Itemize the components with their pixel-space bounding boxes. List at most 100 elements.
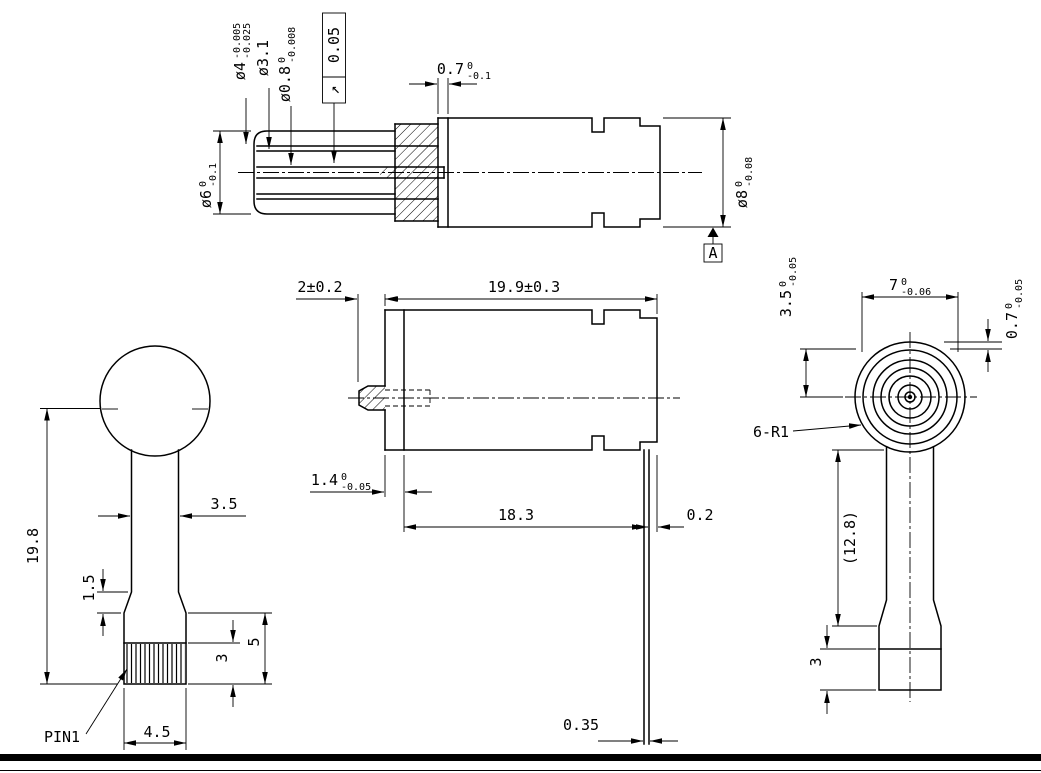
runout-tolerance-frame: ↗ 0.05: [322, 12, 346, 163]
dim-dia0-8-value: ø0.8: [276, 66, 294, 102]
dim-transition-value: 1.5: [80, 574, 98, 601]
tab-outline: [358, 385, 386, 411]
pin-hatch: [380, 167, 438, 178]
corner-radius-callout: 6-R1: [753, 423, 862, 441]
border-band: [0, 754, 1041, 761]
dim-dia3-1-value: ø3.1: [254, 40, 272, 76]
datum-flag: A: [703, 227, 723, 263]
dim-dia8-value: ø8: [733, 190, 751, 208]
flange-hatch: [395, 124, 438, 167]
dim-dia4-tol-lower: -0.025: [242, 23, 253, 59]
concentric-circle: [888, 375, 932, 419]
dim-base-height: 3: [807, 625, 876, 714]
end-view: 7 0 -0.06 3.5 0 -0.05 0.7 0 -: [753, 257, 1025, 714]
dim-pin-thickness-value: 0.35: [563, 716, 599, 734]
dim-dia6-value: ø6: [197, 190, 215, 208]
dim-width-value: 7: [889, 276, 898, 294]
dim-dia6-tol-upper: 0: [198, 181, 209, 187]
dim-stem-length-value: (12.8): [841, 511, 859, 565]
top-section-view: ø4 -0.005 -0.025 ø3.1 ø0.8 0 -0.008: [197, 12, 755, 263]
dim-center-height-value: 3.5: [777, 290, 795, 317]
body-circle: [99, 345, 211, 457]
dim-stem-width-value: 3.5: [210, 495, 237, 513]
dim-dia0-8-tol-upper: 0: [277, 57, 288, 63]
dim-body-step-value: 18.3: [498, 506, 534, 524]
leader-line: [85, 668, 128, 735]
dim-stem-width-3-5: 3.5: [98, 495, 246, 519]
dim-width-tol-upper: 0: [901, 277, 907, 288]
datum-box: [703, 243, 723, 263]
dim-dia4-value: ø4: [231, 62, 249, 80]
dim-lip-tol-upper: 0: [467, 61, 473, 72]
pin-knurl-hatch: [125, 644, 185, 683]
runout-value: 0.05: [325, 27, 343, 63]
tab-hatch: [359, 386, 385, 410]
dim-body-step: 18.3: [404, 506, 644, 530]
dim-center-height-tol-lower: -0.05: [788, 257, 799, 287]
dim-flange-width: 1.4 0 -0.05: [310, 455, 432, 532]
dim-dia8: ø8 0 -0.08: [663, 117, 755, 228]
dim-tab-length-value: 2±0.2: [297, 278, 342, 296]
dim-lip-0-7: 0.7 0 -0.1: [409, 60, 491, 114]
dim-pin-thickness: 0.35: [563, 716, 678, 744]
dim-dia8-tol-lower: -0.08: [744, 157, 755, 187]
flange-hatch: [395, 178, 438, 221]
dim-dia6-tol-lower: -0.1: [208, 163, 219, 187]
dim-pin-section-3: 3: [188, 620, 240, 707]
dim-edge-offset-tol-lower: -0.05: [1014, 279, 1025, 309]
dim-base-height-value: 5: [245, 637, 263, 646]
sheet-border: [0, 754, 1041, 771]
dim-edge-offset: 0.7 0 -0.05: [944, 279, 1025, 372]
rounded-flat-contour: [862, 349, 958, 445]
dim-dia3-1: ø3.1: [254, 40, 272, 149]
dim-edge-offset-value: 0.7: [1003, 312, 1021, 339]
dim-flange-width-value: 1.4: [311, 471, 338, 489]
dim-dia0-8: ø0.8 0 -0.008: [276, 27, 298, 165]
concentric-circle: [872, 359, 948, 435]
dim-dia6: ø6 0 -0.1: [197, 130, 251, 215]
dim-dia4-tol-upper: -0.005: [232, 23, 243, 59]
dim-base-width-4-5: 4.5: [123, 688, 187, 750]
body-outline: [437, 117, 661, 228]
dim-end-gap-value: 0.2: [686, 506, 713, 524]
dim-height-19-8: 19.8: [24, 408, 118, 685]
body-outline: [384, 309, 658, 451]
barrel-outline: [253, 130, 396, 215]
front-view: 19.8 3.5 1.5 3: [24, 345, 272, 750]
dim-center-height: 3.5 0 -0.05: [777, 257, 856, 398]
dim-lip-value: 0.7: [437, 60, 464, 78]
dim-base-height-5: 5: [188, 612, 272, 685]
dim-transition-1-5: 1.5: [80, 569, 128, 636]
dim-base-width-value: 4.5: [143, 723, 170, 741]
dim-base-height-value: 3: [807, 657, 825, 666]
runout-symbol-icon: ↗: [325, 85, 343, 94]
pin1-label: PIN1: [44, 728, 80, 746]
stem-outline: [878, 446, 942, 691]
datum-label: A: [708, 244, 717, 262]
dim-width-tol-lower: -0.06: [901, 287, 931, 298]
corner-radius-label: 6-R1: [753, 423, 789, 441]
dim-lip-tol-lower: -0.1: [467, 71, 491, 82]
dim-dia8-tol-upper: 0: [734, 181, 745, 187]
leader-line: [792, 423, 862, 432]
pin1-callout: PIN1: [44, 668, 128, 746]
side-view: 2±0.2 19.9±0.3 1.4 0 -0.05 18.3: [296, 278, 714, 745]
concentric-circle: [880, 367, 940, 427]
pin-circle: [904, 391, 916, 403]
dim-stem-length: (12.8): [832, 449, 884, 627]
dim-center-height-tol-upper: 0: [778, 281, 789, 287]
stem-outline: [123, 449, 187, 685]
outer-circle: [854, 341, 966, 453]
dim-pin-section-value: 3: [213, 653, 231, 662]
dim-dia0-8-tol-lower: -0.008: [287, 27, 298, 63]
dim-body-length: 19.9±0.3: [385, 278, 658, 314]
dim-end-gap: 0.2: [623, 455, 714, 532]
dim-tab-length: 2±0.2: [296, 278, 412, 382]
datum-triangle: [707, 227, 719, 237]
pin-center-dot: [907, 394, 913, 400]
dim-flange-width-tol-lower: -0.05: [341, 482, 371, 493]
concentric-circle: [897, 384, 923, 410]
dim-flange-width-tol-upper: 0: [341, 472, 347, 483]
